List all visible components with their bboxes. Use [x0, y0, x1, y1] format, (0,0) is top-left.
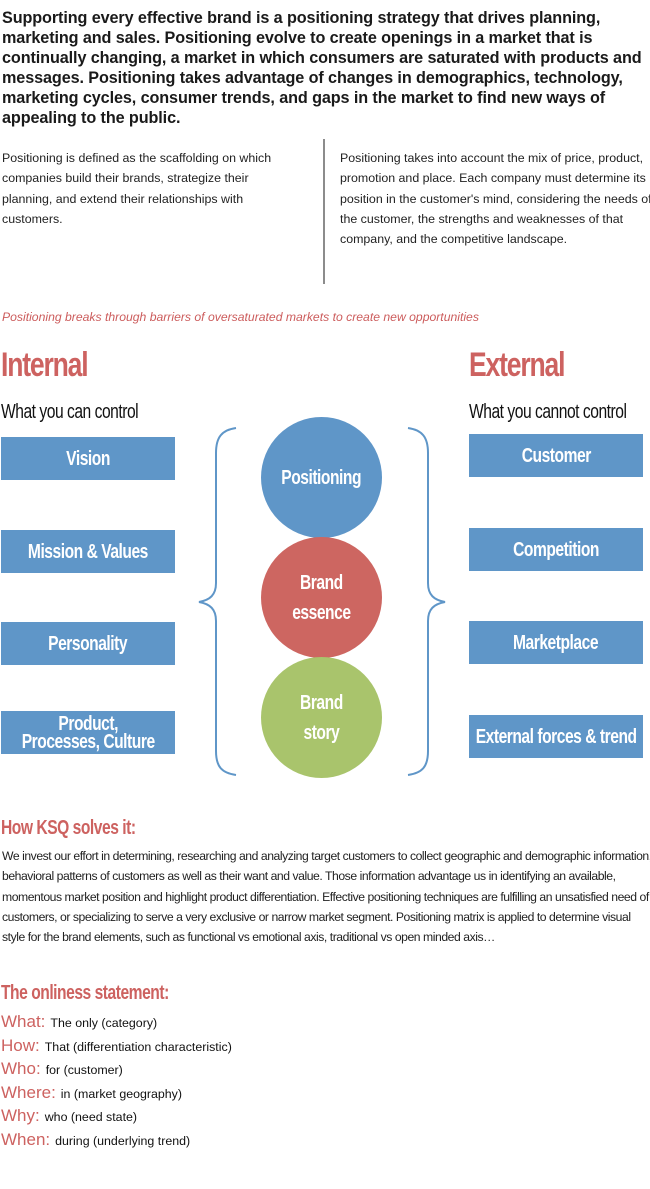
external-item-label: External forces & trend [475, 725, 637, 748]
internal-title: Internal [1, 346, 89, 384]
internal-item-product-processes-culture: Product, Processes, Culture [1, 711, 175, 754]
left-brace-icon [198, 427, 237, 776]
column-divider [323, 139, 325, 284]
onliness-key: When: [1, 1129, 51, 1149]
internal-subtitle: What you can control [1, 401, 139, 423]
internal-item-mission-values: Mission & Values [1, 530, 175, 573]
onliness-value: in (market geography) [60, 1086, 183, 1101]
right-brace-icon [407, 427, 446, 776]
circle-label: Positioning [281, 466, 362, 489]
brand-story-circle: Brand story [261, 657, 382, 778]
onliness-row-when: When: during (underlying trend) [1, 1130, 232, 1154]
onliness-list: What: The only (category) How: That (diffe… [1, 1012, 232, 1153]
how-ksq-title: How KSQ solves it: [1, 817, 136, 839]
external-subtitle: What you cannot control [469, 401, 627, 423]
internal-item-label: Vision [66, 447, 110, 470]
external-item-competition: Competition [469, 528, 643, 571]
onliness-value: That (differentiation characteristic) [44, 1039, 232, 1054]
marketing-mix-column: Positioning takes into account the mix o… [340, 151, 650, 247]
onliness-value: who (need state) [44, 1110, 138, 1124]
circle-label: Brand story [300, 691, 343, 744]
intro-paragraph: Supporting every effective brand is a po… [2, 9, 642, 127]
onliness-key: Where: [1, 1082, 56, 1102]
external-item-customer: Customer [469, 434, 643, 477]
definition-column: Positioning is defined as the scaffoldin… [2, 151, 272, 226]
onliness-key: How: [1, 1035, 40, 1055]
external-item-label: Competition [513, 538, 599, 561]
positioning-circle: Positioning [261, 417, 382, 538]
external-item-marketplace: Marketplace [469, 621, 643, 664]
onliness-row-what: What: The only (category) [1, 1012, 232, 1036]
onliness-row-where: Where: in (market geography) [1, 1083, 232, 1107]
external-item-external-forces: External forces & trend [469, 715, 643, 758]
onliness-value: The only (category) [50, 1016, 158, 1030]
internal-item-label: Product, Processes, Culture [21, 712, 155, 753]
onliness-row-why: Why: who (need state) [1, 1106, 232, 1130]
onliness-value: for (customer) [45, 1063, 123, 1077]
internal-item-vision: Vision [1, 437, 175, 480]
onliness-key: Who: [1, 1059, 41, 1078]
internal-item-label: Mission & Values [28, 540, 148, 563]
external-title: External [469, 346, 565, 384]
onliness-row-how: How: That (differentiation characteristic… [1, 1036, 232, 1060]
onliness-row-who: Who: for (customer) [1, 1059, 232, 1083]
circle-label: Brand essence [292, 571, 351, 624]
onliness-key: Why: [1, 1106, 40, 1125]
onliness-key: What: [1, 1012, 46, 1031]
internal-item-personality: Personality [1, 622, 175, 665]
tagline: Positioning breaks through barriers of o… [2, 310, 479, 324]
how-ksq-body: We invest our effort in determining, res… [2, 849, 650, 945]
external-item-label: Marketplace [513, 631, 599, 654]
external-item-label: Customer [521, 444, 591, 467]
internal-item-label: Personality [48, 632, 128, 655]
brand-essence-circle: Brand essence [261, 537, 382, 658]
onliness-value: during (underlying trend) [55, 1133, 191, 1148]
onliness-title: The onliness statement: [1, 982, 169, 1004]
